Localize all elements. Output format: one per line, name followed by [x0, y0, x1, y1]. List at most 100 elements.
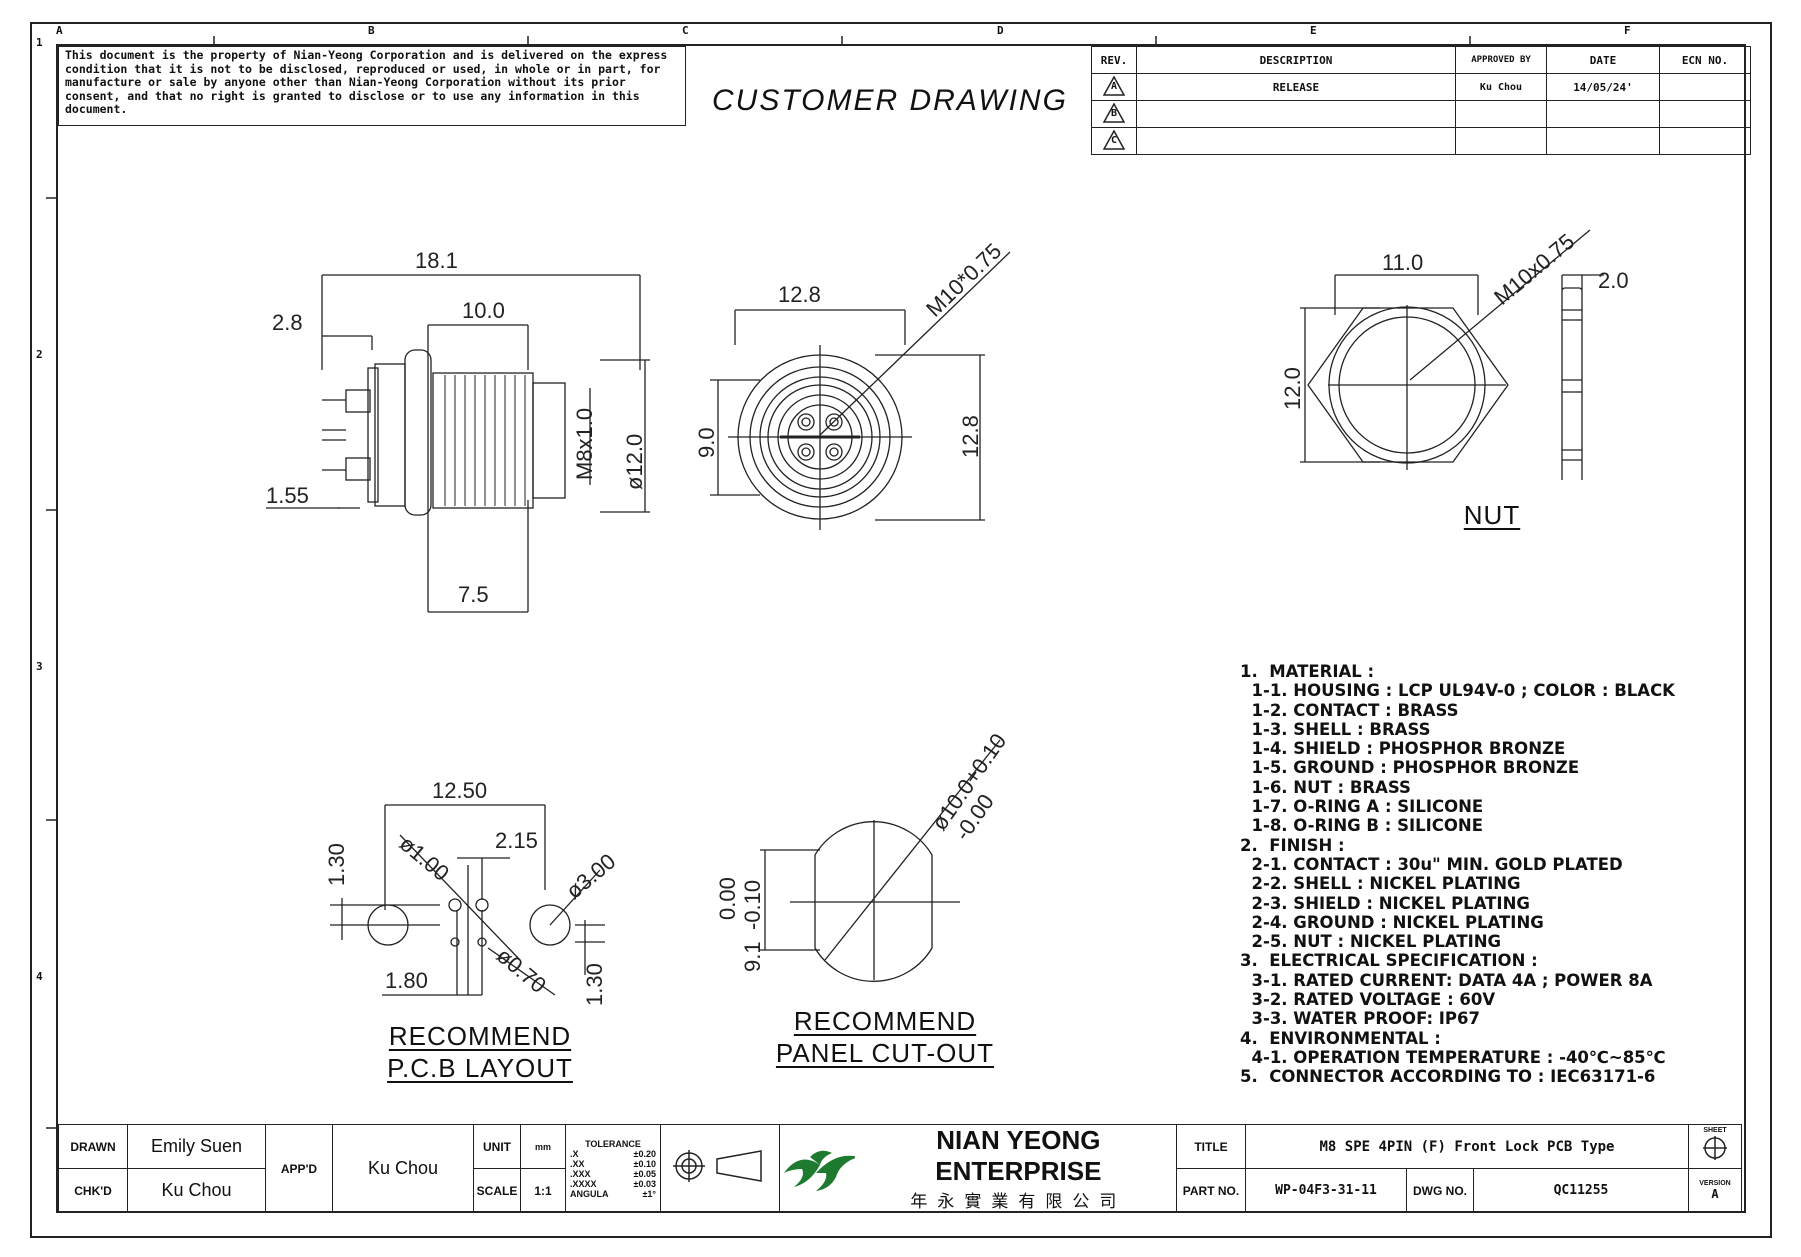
tolerance-row: .XX±0.10: [566, 1159, 660, 1169]
company-logo-icon: [784, 1150, 855, 1191]
rev-date-c: [1546, 127, 1660, 155]
company-name-chinese: 年永實業有限公司: [910, 1192, 1127, 1211]
rev-cell-c: C: [1091, 127, 1137, 155]
pcb-layout-drawing: 12.50 1.30 ø1.00 2.15 ø3.00 1.80 ø0.70 1…: [324, 778, 620, 1006]
dim-2-0: 2.0: [1598, 268, 1629, 293]
rev-cell-b: B: [1091, 100, 1137, 128]
scale-value: 1:1: [520, 1168, 566, 1213]
note-line: 1. MATERIAL :: [1240, 662, 1375, 681]
zone-number-1: 1: [36, 36, 43, 49]
zone-letter-d: D: [997, 24, 1004, 37]
dim-10-0: 10.0: [462, 298, 505, 323]
tolerance-key: .XXX: [570, 1168, 591, 1179]
tolerance-value: ±0.20: [633, 1148, 656, 1159]
rev-approved-c: [1455, 127, 1547, 155]
panel-cutout-drawing: ø10.0+0.10 -0.00 9.1 0.00 -0.10: [715, 729, 1011, 982]
dim-18-1: 18.1: [415, 248, 458, 273]
zone-letter-e: E: [1310, 24, 1317, 37]
dim-dia-12: ø12.0: [622, 434, 647, 490]
note-line: 1-6. NUT : BRASS: [1240, 777, 1411, 797]
note-line: 1-5. GROUND : PHOSPHOR BRONZE: [1240, 758, 1580, 778]
company-name-english: NIAN YEONG ENTERPRISE: [935, 1125, 1102, 1186]
revision-triangle-icon: C: [1102, 128, 1126, 150]
dim-9-1-tolerance-top: 0.00: [715, 877, 740, 920]
rev-approved-b: [1455, 100, 1547, 128]
revision-table: REV. DESCRIPTION APPROVED BY DATE ECN NO…: [1091, 46, 1751, 155]
tolerance-key: ANGULA: [570, 1188, 609, 1199]
tolerance-row: .XXXX ±0.03: [566, 1179, 660, 1189]
note-line: 2-4. GROUND : NICKEL PLATING: [1240, 912, 1544, 932]
dim-12-0: 12.0: [1280, 367, 1305, 410]
dim-1-55: 1.55: [266, 483, 309, 508]
rev-date-b: [1546, 100, 1660, 128]
rev-ecn-a: [1659, 73, 1751, 101]
note-line: 1-3. SHELL : BRASS: [1240, 719, 1431, 739]
dim-2-15: 2.15: [495, 828, 538, 853]
dim-7-5: 7.5: [458, 582, 489, 607]
projection-symbol-cell: [660, 1124, 780, 1213]
rev-approved-a: Ku Chou: [1455, 73, 1547, 101]
rev-header-date: DATE: [1546, 46, 1660, 74]
drawing-border: [30, 22, 1772, 1238]
drawn-value: Emily Suen: [127, 1124, 266, 1169]
tolerance-key: .X: [570, 1148, 579, 1159]
tolerance-value: ±0.05: [633, 1168, 656, 1179]
confidentiality-notice: This document is the property of Nian-Ye…: [58, 46, 686, 126]
title-value: M8 SPE 4PIN (F) Front Lock PCB Type: [1245, 1124, 1689, 1169]
panel-cutout-label: RECOMMEND PANEL CUT-OUT: [775, 1006, 995, 1068]
drawing-title: CUSTOMER DRAWING: [712, 84, 1068, 117]
version-value: A: [1711, 1187, 1719, 1201]
chkd-value: Ku Chou: [127, 1168, 266, 1213]
zone-number-3: 3: [36, 660, 43, 673]
note-line: 1-1. HOUSING : LCP UL94V-0 ; COLOR : BLA…: [1240, 681, 1675, 701]
drawn-label: DRAWN: [58, 1124, 128, 1169]
nut-view-drawing: 11.0 M10x0.75 2.0 12.0: [1280, 229, 1629, 480]
dim-thread-m10: M10*0.75: [921, 238, 1006, 321]
note-line: 3. ELECTRICAL SPECIFICATION :: [1240, 951, 1538, 971]
first-angle-projection-icon: [673, 1150, 762, 1182]
side-view-drawing: 18.1 2.8 10.0 M8x1.0 ø12.0 1.55 7.5: [266, 248, 650, 613]
dim-2-8: 2.8: [272, 310, 303, 335]
unit-label: UNIT: [473, 1124, 521, 1169]
zone-number-4: 4: [36, 970, 43, 983]
title-label: TITLE: [1176, 1124, 1246, 1169]
tolerance-row: ANGULA ±1°: [566, 1189, 660, 1199]
rev-header-rev: REV.: [1091, 46, 1137, 74]
rev-description-b: [1136, 100, 1456, 128]
zone-letter-a: A: [56, 24, 63, 37]
tolerance-value: ±0.03: [633, 1178, 656, 1189]
tolerance-cell: TOLERANCE .X±0.20.XX±0.10.XXX±0.05.XXXX±…: [565, 1124, 661, 1213]
zone-number-2: 2: [36, 348, 43, 361]
note-line: 1-4. SHIELD : PHOSPHOR BRONZE: [1240, 739, 1566, 759]
dim-dia-0-70: ø0.70: [492, 943, 551, 998]
dim-dia-1-00: ø1.00: [395, 831, 454, 886]
dim-9-0: 9.0: [694, 427, 719, 458]
note-line: 3-3. WATER PROOF: IP67: [1240, 1009, 1480, 1029]
title-block: DRAWN Emily Suen APP'D Ku Chou UNIT mm T…: [58, 1124, 1742, 1213]
company-cell: NIAN YEONG ENTERPRISE 年永實業有限公司: [779, 1124, 1177, 1213]
dim-1-30-top: 1.30: [324, 843, 349, 886]
tolerance-key: .XXXX: [570, 1178, 597, 1189]
chkd-label: CHK'D: [58, 1168, 128, 1213]
rev-header-ecn: ECN NO.: [1659, 46, 1751, 74]
note-line: 5. CONNECTOR ACCORDING TO : IEC63171-6: [1240, 1067, 1656, 1087]
part-value: WP-04F3-31-11: [1245, 1168, 1407, 1213]
note-line: 1-8. O-RING B : SILICONE: [1240, 816, 1483, 836]
zone-letter-b: B: [368, 24, 375, 37]
note-line: 3-1. RATED CURRENT: DATA 4A ; POWER 8A: [1240, 970, 1653, 990]
dim-9-1-tolerance-bottom: -0.10: [740, 880, 765, 930]
appd-value: Ku Chou: [332, 1124, 474, 1213]
tolerance-value: ±1°: [642, 1188, 656, 1199]
front-view-drawing: 12.8 M10*0.75 9.0 12.8: [694, 238, 1011, 530]
zone-letter-c: C: [682, 24, 689, 37]
rev-description-c: [1136, 127, 1456, 155]
tolerance-value: ±0.10: [633, 1158, 656, 1169]
note-line: 2. FINISH :: [1240, 835, 1345, 855]
unit-value: mm: [520, 1124, 566, 1169]
dim-11-0: 11.0: [1382, 250, 1423, 275]
dim-1-80: 1.80: [385, 968, 428, 993]
sheet-target-icon: [1703, 1135, 1727, 1160]
note-line: 4-1. OPERATION TEMPERATURE : -40℃~85℃: [1240, 1047, 1666, 1067]
note-line: 1-7. O-RING A : SILICONE: [1240, 797, 1484, 817]
